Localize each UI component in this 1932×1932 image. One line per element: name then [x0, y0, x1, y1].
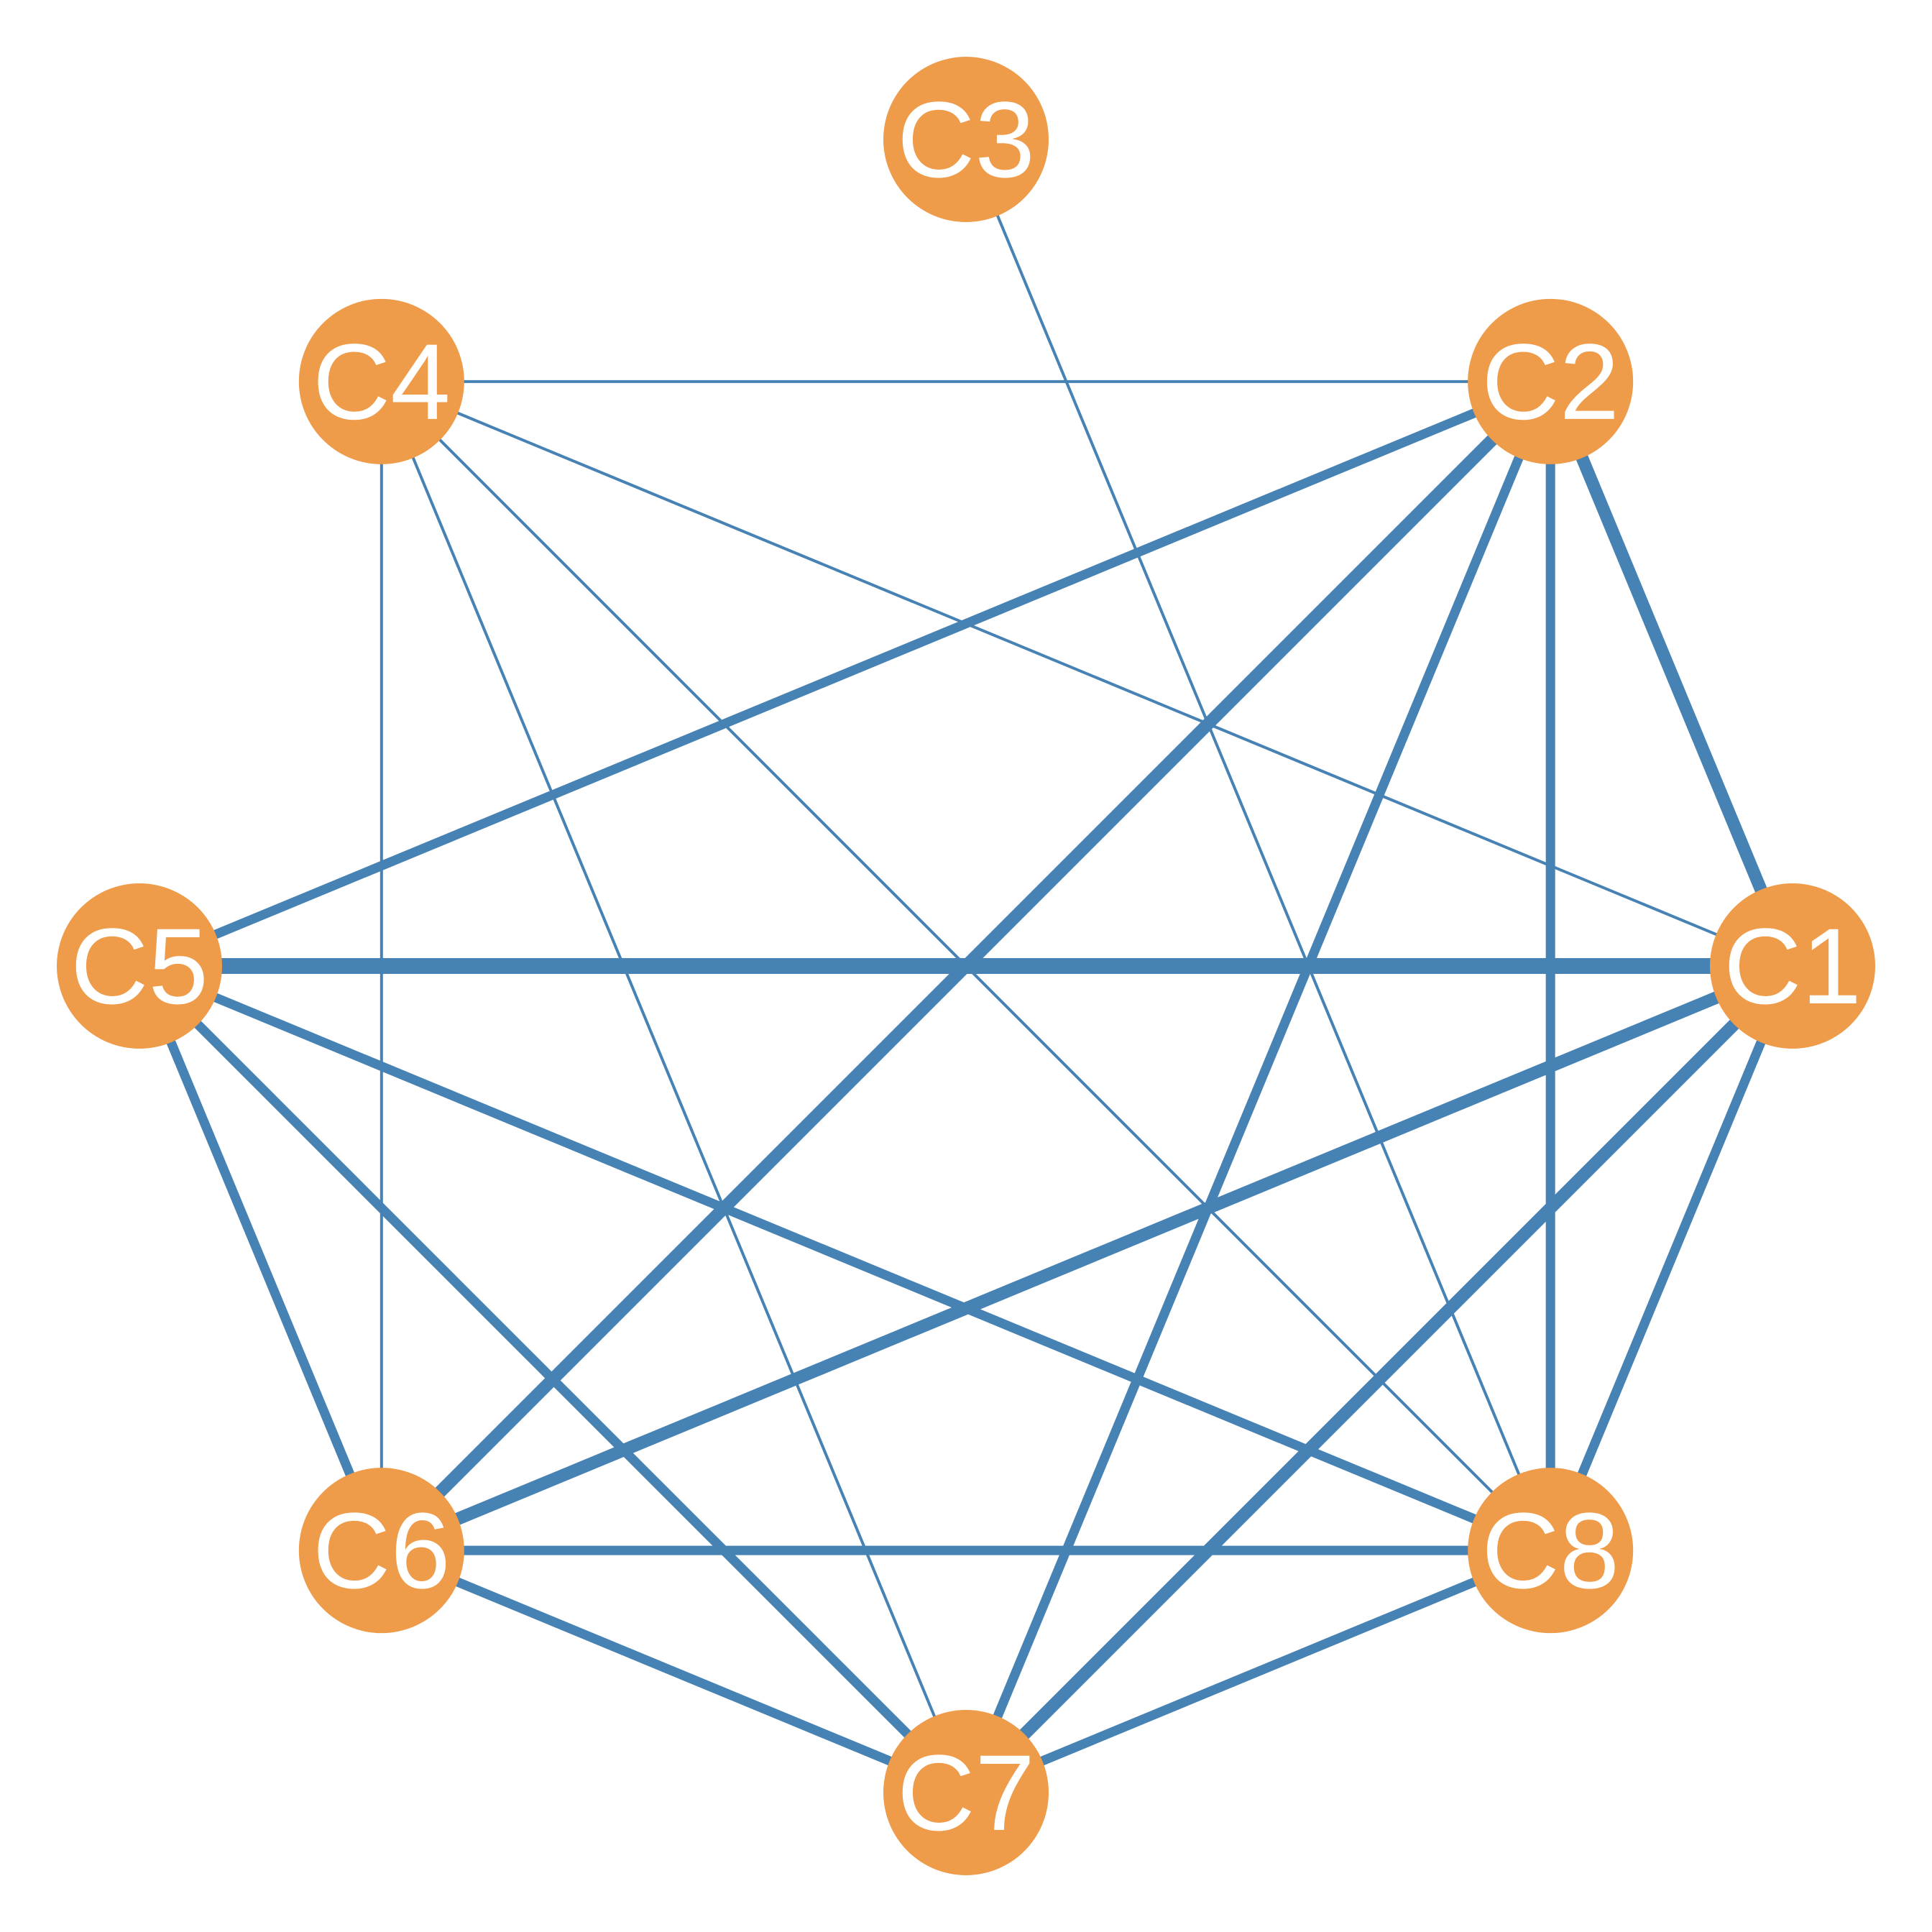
node-c6: C6 [298, 1468, 464, 1634]
node-circle [1468, 1468, 1634, 1634]
edge-c5-c6 [134, 964, 386, 1552]
edges-layer [134, 139, 1799, 1798]
edge-c4-c8 [380, 380, 1552, 1552]
edge-c3-c8 [965, 139, 1552, 1551]
node-c2: C2 [1468, 298, 1634, 464]
node-label: C6 [313, 1490, 451, 1611]
node-c4: C4 [298, 298, 464, 464]
edge-c2-c5 [137, 377, 1552, 971]
node-circle [1710, 883, 1875, 1049]
node-label: C5 [70, 906, 208, 1026]
node-label: C7 [897, 1732, 1035, 1853]
node-c1: C1 [1710, 883, 1875, 1049]
node-circle [883, 1710, 1049, 1875]
node-c3: C3 [883, 57, 1049, 222]
edge-c2-c7 [961, 380, 1555, 1795]
edge-c4-c1 [381, 380, 1793, 967]
edge-c1-c6 [379, 960, 1795, 1557]
node-c8: C8 [1468, 1468, 1634, 1634]
node-circle [1468, 298, 1634, 464]
node-circle [298, 298, 464, 464]
edge-c4-c7 [380, 381, 967, 1793]
edge-c7-c8 [964, 1546, 1552, 1798]
node-circle [57, 883, 222, 1049]
node-c5: C5 [57, 883, 222, 1049]
edge-c2-c1 [1545, 379, 1799, 969]
edge-c1-c8 [1546, 964, 1798, 1552]
node-label: C1 [1724, 906, 1862, 1026]
edge-c5-c7 [136, 962, 970, 1796]
node-label: C3 [897, 79, 1035, 200]
node-c7: C7 [883, 1710, 1049, 1875]
node-label: C2 [1481, 321, 1619, 442]
edge-c5-c8 [137, 961, 1552, 1555]
node-circle [298, 1468, 464, 1634]
node-label: C4 [313, 321, 451, 442]
node-label: C8 [1481, 1490, 1619, 1611]
edge-c6-c7 [380, 1546, 968, 1798]
node-circle [883, 57, 1049, 222]
